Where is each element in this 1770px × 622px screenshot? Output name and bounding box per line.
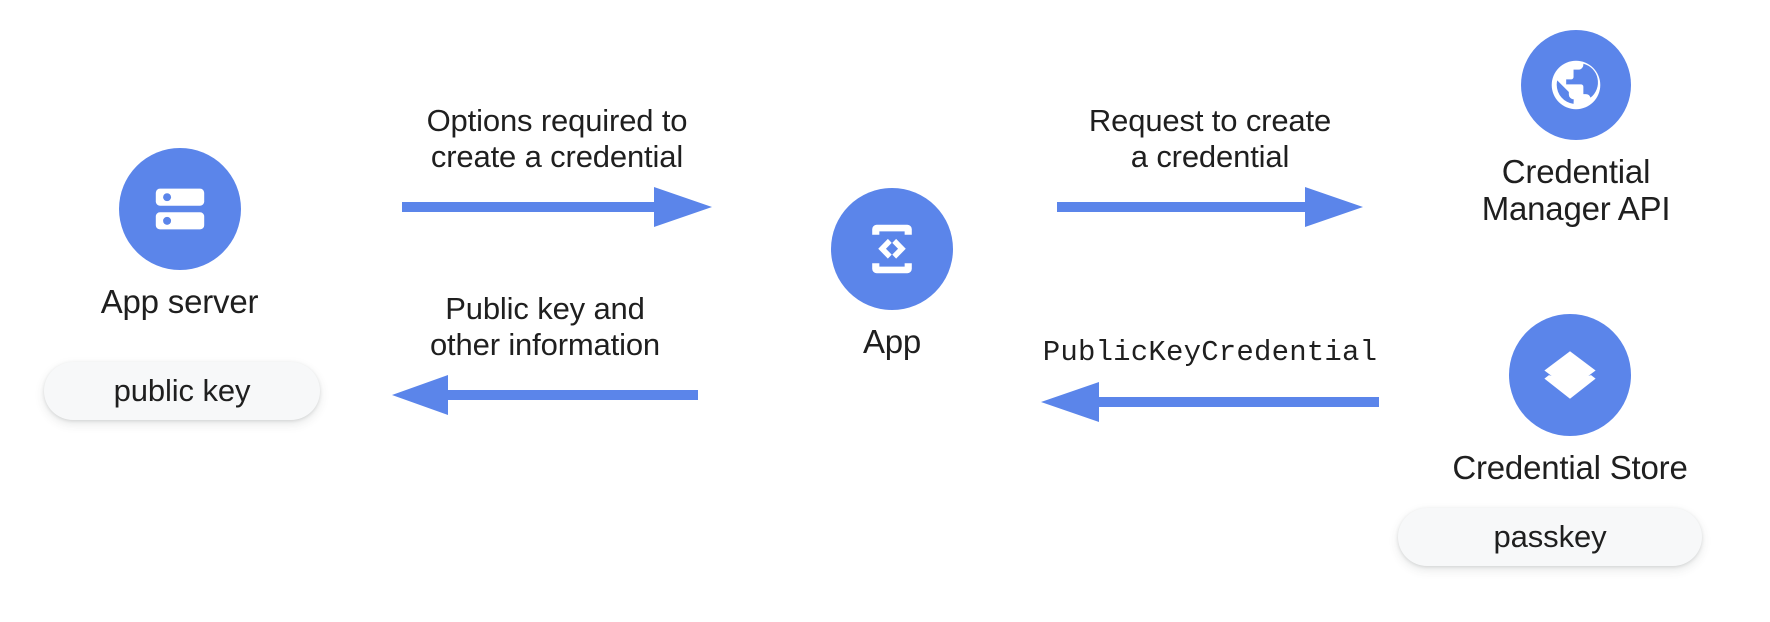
layers-icon-badge	[1509, 314, 1631, 436]
arrow-right-icon	[402, 186, 712, 227]
public-key-pill: public key	[44, 362, 320, 420]
arrow-right-options-required	[402, 183, 712, 231]
app-code-phone-icon	[872, 224, 912, 274]
arrow-left-public-key-info	[392, 371, 698, 419]
globe-icon	[1551, 60, 1601, 110]
node-credential-manager-api-label: Credential Manager API	[1481, 153, 1671, 227]
public-key-pill-label: public key	[113, 373, 251, 408]
node-app-label: App	[862, 323, 922, 360]
app-icon-badge	[831, 188, 953, 310]
node-app: App	[822, 188, 962, 361]
flow-public-key-info: Public key and other information	[385, 291, 705, 419]
server-icon-badge	[118, 148, 241, 270]
passkey-pill-label: passkey	[1493, 519, 1607, 554]
flow-options-required-label: Options required to create a credential	[426, 103, 688, 174]
flow-public-key-info-label: Public key and other information	[429, 291, 661, 362]
arrow-right-request-to-create	[1057, 183, 1363, 231]
passkey-pill: passkey	[1398, 508, 1702, 566]
node-credential-store: Credential Store	[1420, 314, 1720, 487]
layers-icon	[1544, 351, 1596, 399]
flow-public-key-credential: PublicKeyCredential	[1030, 336, 1390, 426]
arrow-left-icon	[1041, 381, 1379, 422]
globe-icon-badge	[1521, 30, 1631, 140]
flow-options-required: Options required to create a credential	[392, 103, 722, 231]
node-credential-manager-api: Credential Manager API	[1432, 30, 1720, 228]
server-icon	[155, 188, 204, 230]
flow-request-to-create-label: Request to create a credential	[1088, 103, 1332, 174]
node-app-server: App server	[82, 148, 277, 321]
node-credential-store-label: Credential Store	[1452, 449, 1688, 486]
arrow-left-public-key-credential	[1041, 378, 1379, 426]
flow-request-to-create: Request to create a credential	[1055, 103, 1365, 231]
flow-public-key-credential-label: PublicKeyCredential	[1042, 336, 1378, 369]
arrow-left-icon	[392, 374, 698, 415]
arrow-right-icon	[1057, 186, 1363, 227]
node-app-server-label: App server	[100, 283, 259, 320]
